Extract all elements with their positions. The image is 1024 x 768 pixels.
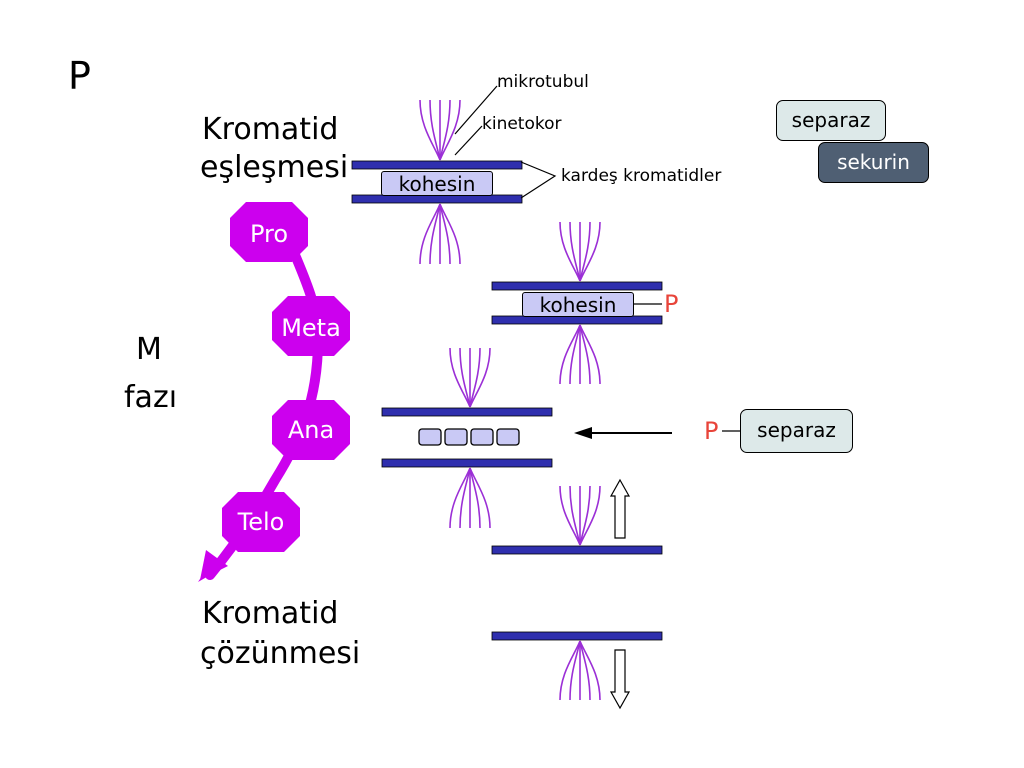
top-label-line1: Kromatid [202,112,339,147]
cohesin-fragment [470,428,494,446]
chromatid-bar [491,281,663,291]
microtubule-fiber [559,485,581,546]
chromatid-bar [351,194,523,204]
chromatid-bar [491,545,663,555]
separase-active-box: separaz [740,409,853,453]
bottom-label-line2: çözünmesi [200,636,361,671]
microtubule-fiber [449,467,471,529]
microtubule-fiber [559,324,581,385]
cohesin-box-phosphorylated: kohesin [522,292,634,317]
microtubule-fiber [569,221,581,282]
chromatid-bars [351,160,663,641]
microtubule-fiber [419,99,441,161]
phase-octagons: Pro Meta Ana Telo [222,202,350,552]
microtubule-fiber [459,347,471,408]
microtubule-fiber [559,221,581,282]
cohesin-fragment [496,428,520,446]
phosphate-label-separase: P [704,417,719,445]
microtubule-fiber [429,203,441,265]
microtubule-fiber [419,203,441,265]
phosphate-label-cohesin: P [664,290,679,318]
octagon-meta [272,296,350,356]
phase-pro-label: Pro [250,220,288,248]
cohesin-box: kohesin [381,171,493,196]
microtubule-fiber [579,640,601,701]
microtubule-fiber [579,324,601,385]
octagon-pro [230,202,308,262]
securin-box: sekurin [818,142,929,183]
microtubule-label: mikrotubul [497,72,589,92]
cohesin-fragment [418,428,442,446]
microtubule-fiber [429,99,441,161]
sister-chromatids-label: kardeş kromatidler [561,166,722,186]
chromatid-bar [381,407,553,417]
microtubule-fiber [569,324,581,385]
octagon-ana [272,400,350,460]
microtubule-fiber [439,99,461,161]
up-arrow [609,478,631,539]
microtubule-fiber [569,485,581,546]
separase-arrow [574,427,672,439]
phase-meta-label: Meta [281,314,341,342]
microtubule-fiber [579,221,601,282]
chromatid-bar [491,315,663,325]
phase-telo-label: Telo [237,508,285,536]
octagon-telo [222,492,300,552]
down-arrow [609,649,631,710]
microtubule-fiber [579,485,601,546]
phase-label-line1: M [136,332,162,367]
chromatid-bar [351,160,523,170]
microtubule-fiber [439,203,461,265]
microtubule-fiber [569,640,581,701]
top-label-line2: eşleşmesi [200,150,349,185]
microtubule-fiber [469,467,491,529]
cleaved-cohesin [418,428,520,446]
spindle-fibers [419,99,601,701]
microtubule-fiber [459,467,471,529]
phase-ana-label: Ana [288,416,334,444]
chromatid-bar [381,458,553,468]
cohesin-fragment [444,428,468,446]
microtubule-fiber [449,347,471,408]
microtubule-fiber [469,347,491,408]
separase-box: separaz [776,100,886,141]
leader-lines [454,85,742,432]
bottom-label-line1: Kromatid [202,596,339,631]
chromatid-bar [491,631,663,641]
corner-letter: P [68,54,91,98]
kinetochore-label: kinetokor [482,114,562,134]
phase-label-line2: fazı [124,380,178,415]
microtubule-fiber [559,640,581,701]
